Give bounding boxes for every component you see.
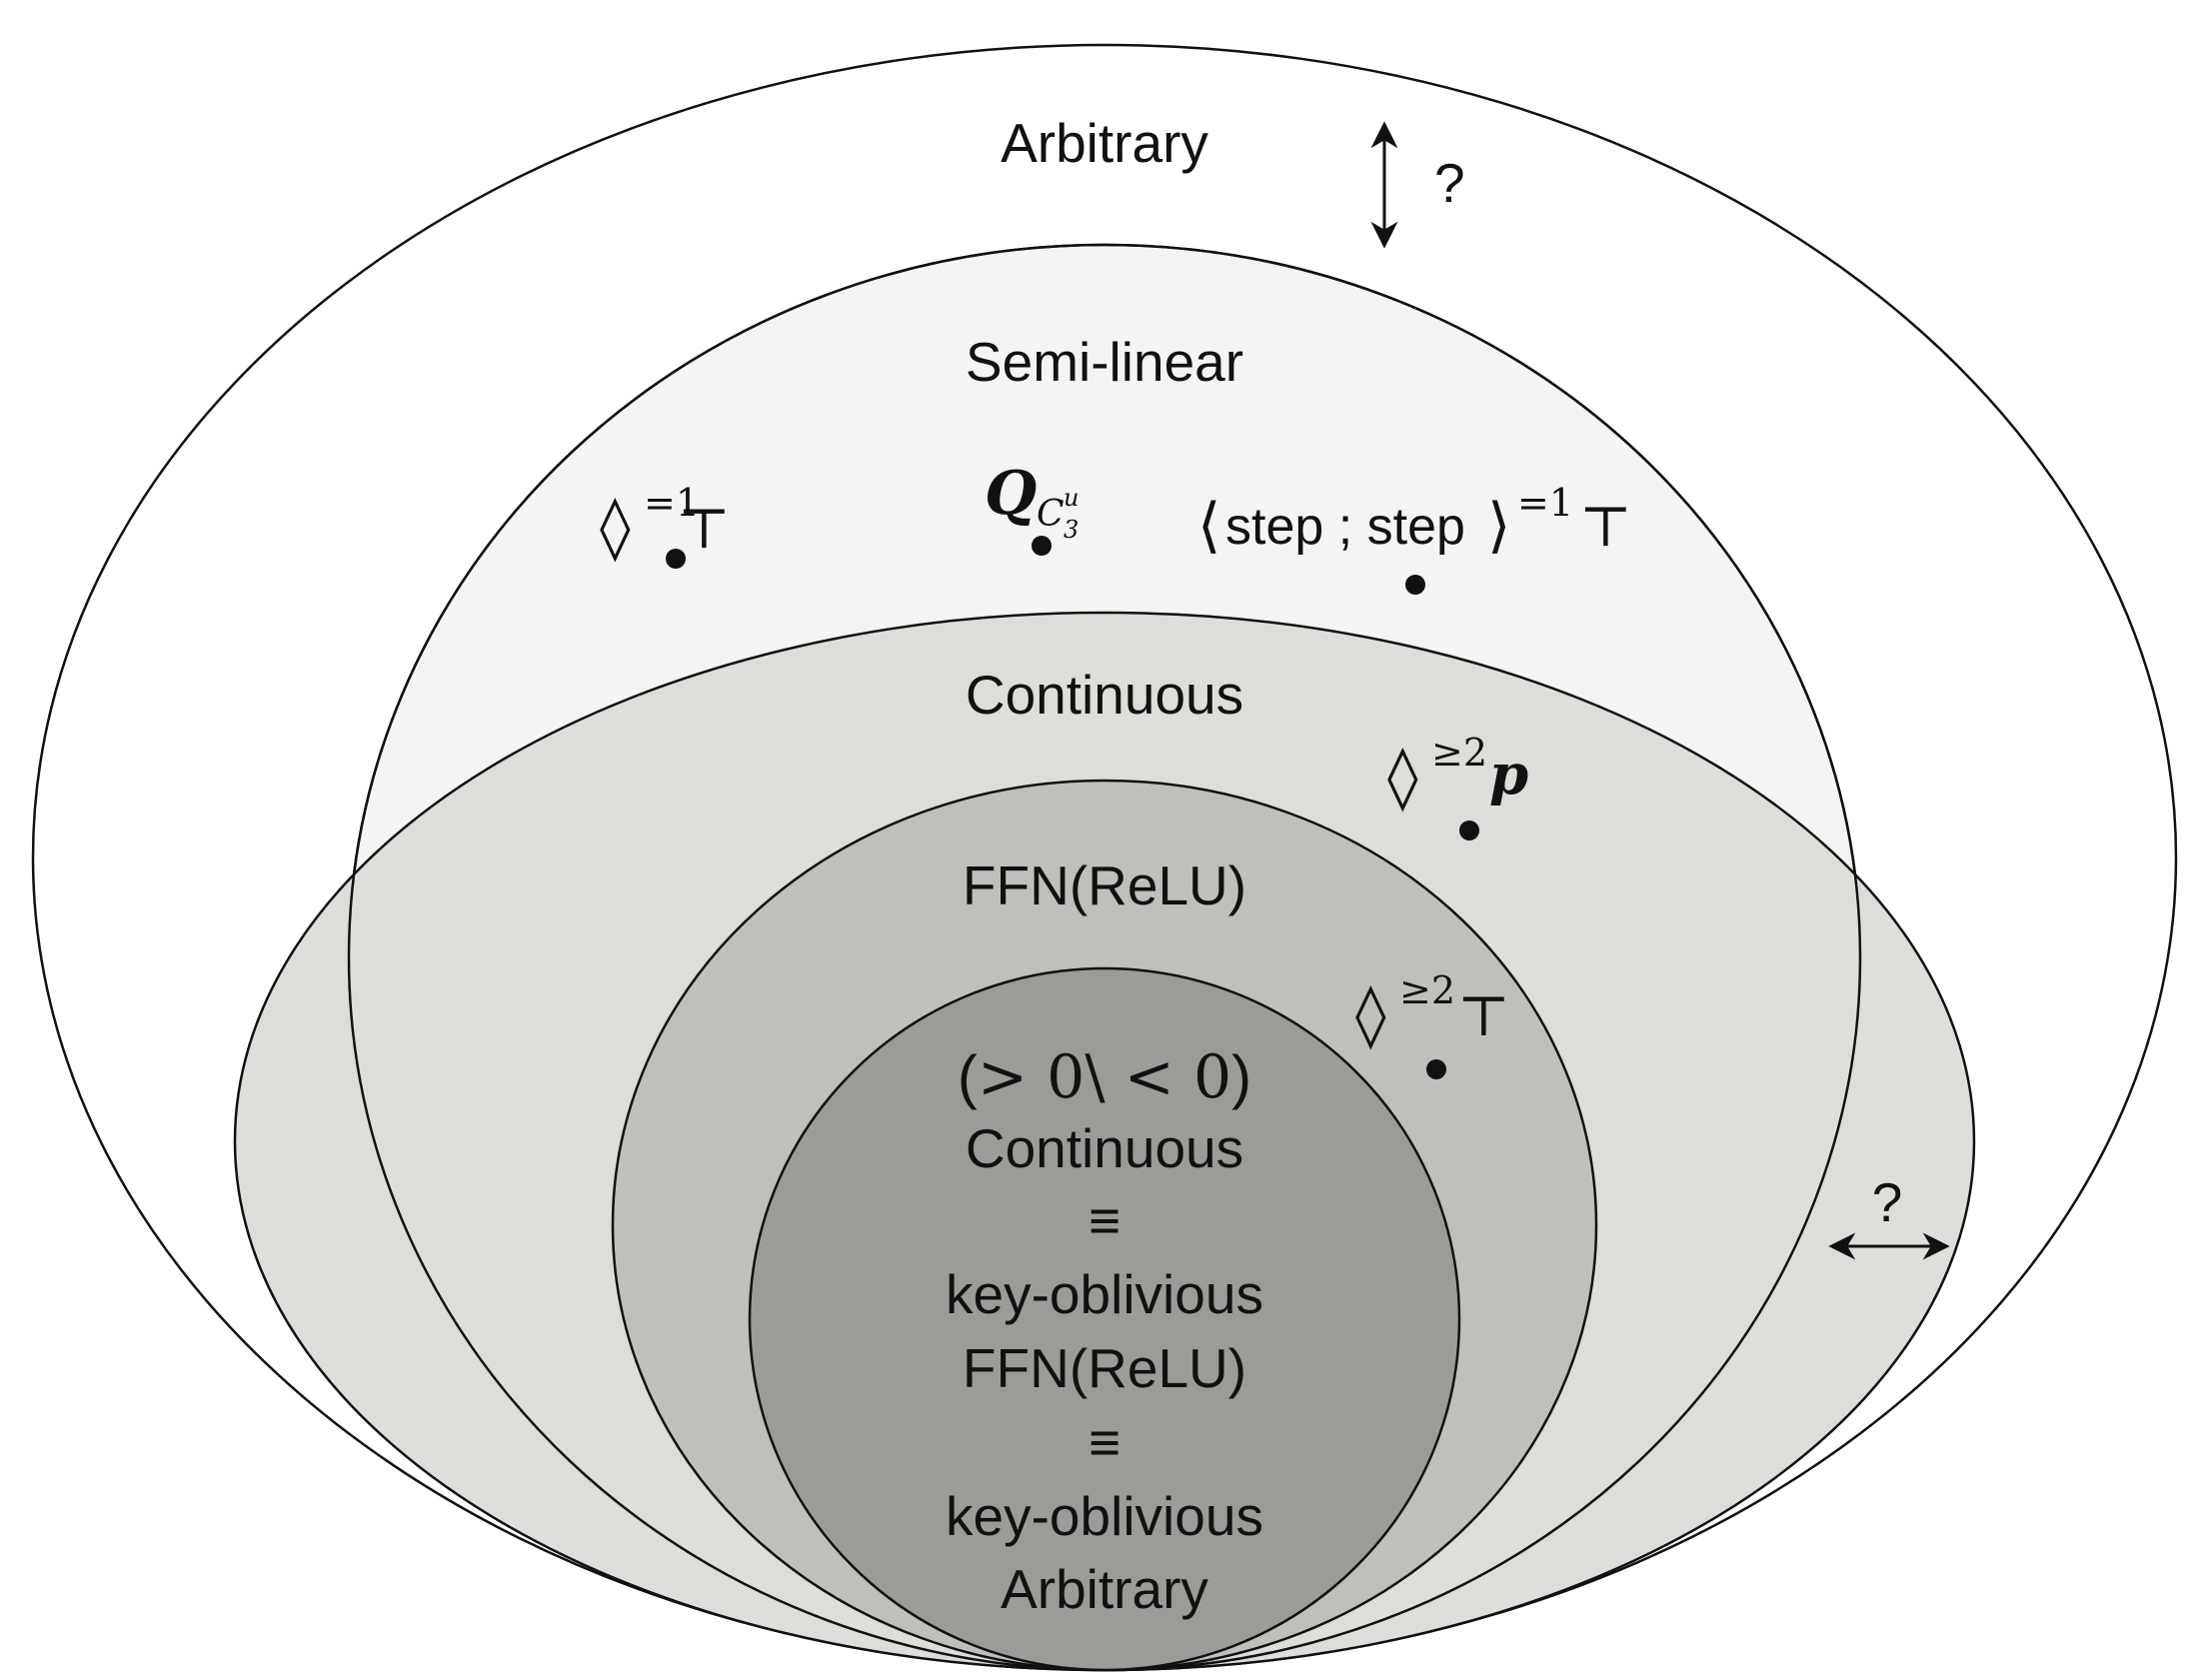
- q-symbol: Q: [985, 459, 1037, 529]
- point-diamond-ge2-p: ◊ ≥2 p: [1387, 731, 1528, 840]
- label-arbitrary: Arbitrary: [1001, 112, 1208, 174]
- q-subsuperscript: u: [1064, 484, 1079, 512]
- vertical-arrow-question: ?: [1370, 121, 1465, 249]
- diamond-symbol: ◊: [1355, 977, 1386, 1050]
- q-subsubscript: 3: [1064, 516, 1079, 544]
- superscript: =1: [644, 481, 700, 525]
- point-dot: [1459, 821, 1479, 840]
- diamond-symbol: ◊: [1387, 740, 1418, 813]
- question-mark: ?: [1434, 152, 1465, 214]
- point-dot: [666, 549, 686, 569]
- point-dot: [1032, 536, 1052, 556]
- question-mark: ?: [1872, 1171, 1903, 1233]
- label-semi-linear: Semi-linear: [966, 331, 1243, 393]
- point-q-c3u: Q C 3 u: [985, 459, 1079, 556]
- point-step-step: ⟨ step ; step ⟩ =1 ⊤: [1197, 481, 1632, 595]
- label-continuous: Continuous: [966, 664, 1243, 726]
- core-condition: (> 0\ < 0): [958, 1042, 1251, 1112]
- region-core: [748, 966, 1461, 1672]
- point-dot: [1405, 575, 1425, 595]
- horizontal-arrow-question: ?: [1828, 1171, 1950, 1260]
- point-diamond-eq1-top: ◊ =1 ⊤: [600, 481, 731, 569]
- core-line-arbitrary: Arbitrary: [1001, 1558, 1208, 1620]
- diamond-symbol: ◊: [600, 490, 631, 563]
- step-text: step ; step: [1225, 498, 1465, 556]
- top-symbol: ⊤: [1457, 984, 1510, 1049]
- core-label-stack: (> 0\ < 0) Continuous ≡ key-oblivious FF…: [946, 1042, 1263, 1620]
- top-symbol: ⊤: [1579, 495, 1632, 560]
- superscript: ≥2: [1431, 731, 1487, 775]
- angle-close: ⟩: [1487, 491, 1510, 561]
- core-line-key-oblivious-1: key-oblivious: [946, 1263, 1263, 1325]
- label-ffn-relu: FFN(ReLU): [963, 854, 1246, 916]
- angle-open: ⟨: [1197, 491, 1220, 561]
- core-line-equiv-2: ≡: [1089, 1411, 1120, 1473]
- superscript: =1: [1517, 481, 1573, 525]
- point-diamond-ge2-top: ◊ ≥2 ⊤: [1355, 968, 1510, 1079]
- q-subscript: C: [1037, 494, 1065, 535]
- point-dot: [1426, 1059, 1446, 1079]
- core-line-key-oblivious-2: key-oblivious: [946, 1485, 1263, 1547]
- top-symbol: ⊤: [678, 497, 731, 562]
- core-line-equiv-1: ≡: [1089, 1189, 1120, 1251]
- p-symbol: p: [1489, 742, 1528, 808]
- core-line-continuous: Continuous: [966, 1117, 1243, 1179]
- core-line-ffn-relu: FFN(ReLU): [963, 1337, 1246, 1399]
- superscript: ≥2: [1399, 968, 1455, 1012]
